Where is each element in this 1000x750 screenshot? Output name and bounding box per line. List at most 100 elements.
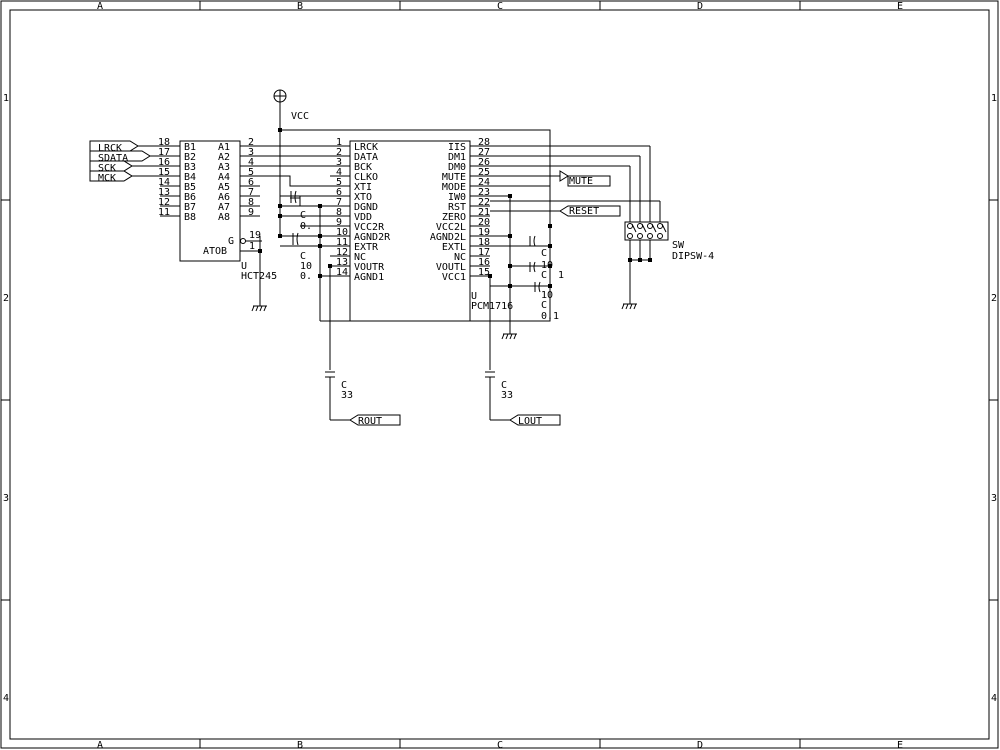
u1-pin-name: A3 — [218, 162, 230, 173]
u2-pin-name: NC — [354, 252, 366, 263]
cap-right-c: 10 C 0.1 — [534, 281, 559, 322]
u1-pin-num: 3 — [248, 147, 254, 158]
u2-pin-name: ZERO — [442, 212, 466, 223]
u2-pin-num: 6 — [336, 187, 342, 198]
u1-pin-num: 12 — [158, 197, 170, 208]
u2-pin-name: AGND1 — [354, 272, 384, 283]
u2-pin-name: AGND2L — [430, 232, 466, 243]
u1-pin-name: A4 — [218, 172, 230, 183]
u2-pin-name: DGND — [354, 202, 378, 213]
u1-pin-name: A6 — [218, 192, 230, 203]
u1-pin-num: 4 — [248, 157, 254, 168]
cap-right-c-ref: C — [541, 300, 547, 311]
cap-right-b-val: 1 — [558, 270, 564, 281]
ground-u1 — [251, 305, 267, 312]
cap-right-c-val3: 0.1 — [541, 311, 559, 322]
cap-left-bot-val2: 0. — [300, 271, 312, 282]
u2-pin-name: VCC1 — [442, 272, 466, 283]
port-mute-label: MUTE — [569, 176, 593, 187]
u2-pin-name: VOUTR — [354, 262, 385, 273]
col-label-e: E — [897, 1, 903, 12]
sw-part: DIPSW-4 — [672, 251, 714, 262]
u2-pin-num: 24 — [478, 177, 490, 188]
u2-pin-name: DATA — [354, 152, 378, 163]
u1-atob-num: 1 — [249, 241, 255, 252]
port-reset: RESET — [559, 205, 621, 217]
port-mck: MCK — [89, 170, 133, 184]
cap-right-b: C 1 — [529, 261, 564, 281]
cap-rout: C 33 — [325, 371, 353, 421]
u1-pin-num: 18 — [158, 137, 170, 148]
row-label-2-right: 2 — [991, 293, 997, 304]
u1-pin-name: A8 — [218, 212, 230, 223]
u2-pin-num: 17 — [478, 247, 490, 258]
u2-pin-name: MUTE — [442, 172, 466, 183]
u1-pin-name: B7 — [184, 202, 196, 213]
port-lout-label: LOUT — [518, 416, 542, 427]
u1-pin-name: B3 — [184, 162, 196, 173]
u2-pin-num: 7 — [336, 197, 342, 208]
col-label-e-bottom: E — [897, 740, 903, 750]
u1-pin-num: 5 — [248, 167, 254, 178]
u1-part: HCT245 — [241, 271, 277, 282]
u1-atob-name: ATOB — [203, 246, 227, 257]
cap-left-top-val: 0. — [300, 221, 312, 232]
port-rout: ROUT — [349, 414, 401, 427]
port-mute: MUTE — [559, 170, 611, 187]
port-lout: LOUT — [509, 414, 561, 427]
row-label-3-right: 3 — [991, 493, 997, 504]
u1-pin-name: A1 — [218, 142, 230, 153]
u2-pin-num: 1 — [336, 137, 342, 148]
u2-pin-num: 11 — [336, 237, 348, 248]
u2-part: PCM1716 — [471, 301, 513, 312]
u2-pin-num: 10 — [336, 227, 348, 238]
cap-left-bot: C 10 0. — [292, 232, 312, 282]
port-sdata: SDATA — [89, 150, 151, 164]
u1-pin-name: B4 — [184, 172, 196, 183]
cap-rout-val: 33 — [341, 390, 353, 401]
u1-pin-name: B2 — [184, 152, 196, 163]
row-label-3: 3 — [3, 493, 9, 504]
row-label-4-right: 4 — [991, 693, 997, 704]
cap-rout-ref: C — [341, 380, 347, 391]
cap-right-a-ref: C — [541, 248, 547, 259]
u1-pin-num: 15 — [158, 167, 170, 178]
port-reset-label: RESET — [569, 206, 599, 217]
u1-pin-num: 11 — [158, 207, 170, 218]
u2-pin-num: 28 — [478, 137, 490, 148]
u2-pin-name: EXTR — [354, 242, 379, 253]
col-label-d-bottom: D — [697, 740, 703, 750]
dip-switch: SW DIPSW-4 — [621, 221, 714, 310]
port-sck-label: SCK — [98, 163, 116, 174]
u2-pin-num: 15 — [478, 267, 490, 278]
port-mck-label: MCK — [98, 173, 116, 184]
vcc-label: VCC — [291, 111, 309, 122]
u2-pin-num: 3 — [336, 157, 342, 168]
u1-pin-num: 9 — [248, 207, 254, 218]
port-lrck-label: LRCK — [98, 143, 122, 154]
input-wires — [132, 145, 180, 177]
cap-left-top-ref: C — [300, 210, 306, 221]
u2-pin-name: EXTL — [442, 242, 466, 253]
u2-pin-num: 16 — [478, 257, 490, 268]
cap-right-c-val1: 10 — [541, 290, 553, 301]
u1-g-num: 19 — [249, 230, 261, 241]
u2-pin-name: NC — [454, 252, 466, 263]
u1-pin-num: 7 — [248, 187, 254, 198]
u2-pin-num: 12 — [336, 247, 348, 258]
u2-pin-num: 22 — [478, 197, 490, 208]
u2-pin-name: VOUTL — [436, 262, 466, 273]
u2-pin-name: VDD — [354, 212, 372, 223]
cap-lout-ref: C — [501, 380, 507, 391]
u2-pin-name: VCC2R — [354, 222, 385, 233]
u2-pin-num: 13 — [336, 257, 348, 268]
u2-ref: U — [471, 291, 477, 302]
u1-pin-name: B8 — [184, 212, 196, 223]
cap-right-a: C 10 — [529, 235, 553, 271]
u1-pin-name: B6 — [184, 192, 196, 203]
u1-pin-name: A7 — [218, 202, 230, 213]
